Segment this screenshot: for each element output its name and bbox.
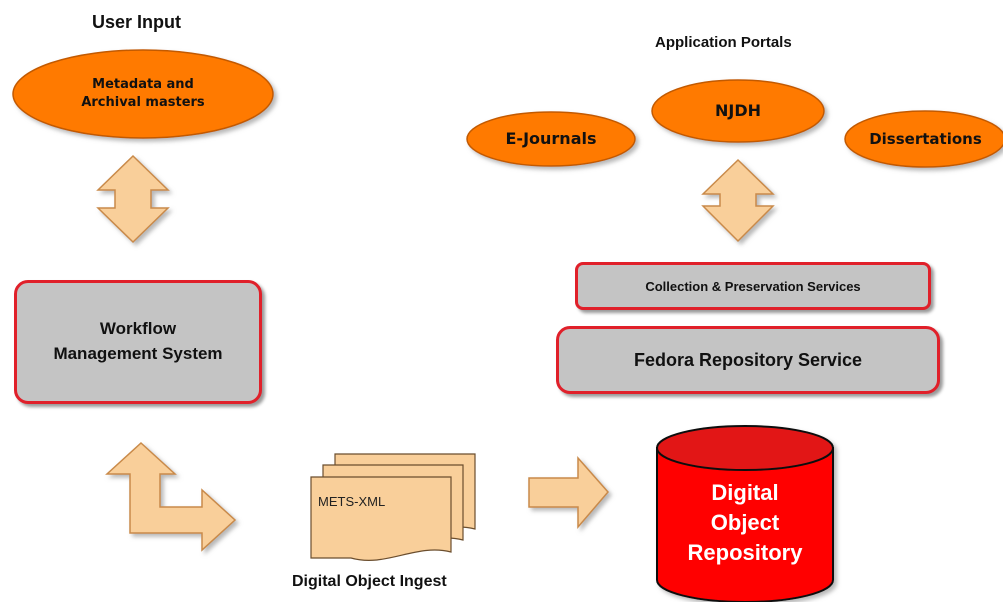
mets-document-stack xyxy=(310,453,476,561)
portal-ellipse-dissertations xyxy=(844,110,1003,168)
fedora-repository-service-box: Fedora Repository Service xyxy=(556,326,940,394)
repository-cylinder xyxy=(656,425,834,602)
digital-object-repository-label: Digital Object Repository xyxy=(662,478,828,568)
repository-line1: Digital xyxy=(711,480,779,505)
workflow-line2: Management System xyxy=(53,344,223,363)
double-arrow-left xyxy=(96,154,170,244)
digital-object-ingest-label: Digital Object Ingest xyxy=(292,573,447,590)
archival-masters-label: Archival masters xyxy=(81,95,205,110)
workflow-management-box: Workflow Management System xyxy=(14,280,262,404)
mets-xml-label: METS-XML xyxy=(318,494,386,509)
portal-label-dissertations: Dissertations xyxy=(869,129,982,148)
workflow-line1: Workflow xyxy=(99,319,177,339)
bent-arrow xyxy=(105,441,237,552)
ingest-arrow xyxy=(528,456,609,530)
portal-label-njdh: NJDH xyxy=(714,101,761,121)
metadata-label: Metadata and xyxy=(92,77,194,93)
repository-line2: Object xyxy=(710,510,780,535)
application-portals-title: Application Portals xyxy=(655,34,792,51)
portal-label-e-journals: E-Journals xyxy=(505,129,597,149)
double-arrow-right xyxy=(701,158,775,243)
portal-ellipse-e-journals xyxy=(466,111,636,167)
portal-ellipse-njdh xyxy=(651,79,825,143)
collection-preservation-services-box: Collection & Preservation Services xyxy=(575,262,931,310)
user-input-title: User Input xyxy=(92,12,182,32)
repository-line3: Repository xyxy=(687,540,803,565)
user-input-ellipse-label: Metadata and Archival masters xyxy=(40,62,246,126)
user-input-ellipse xyxy=(12,49,274,139)
